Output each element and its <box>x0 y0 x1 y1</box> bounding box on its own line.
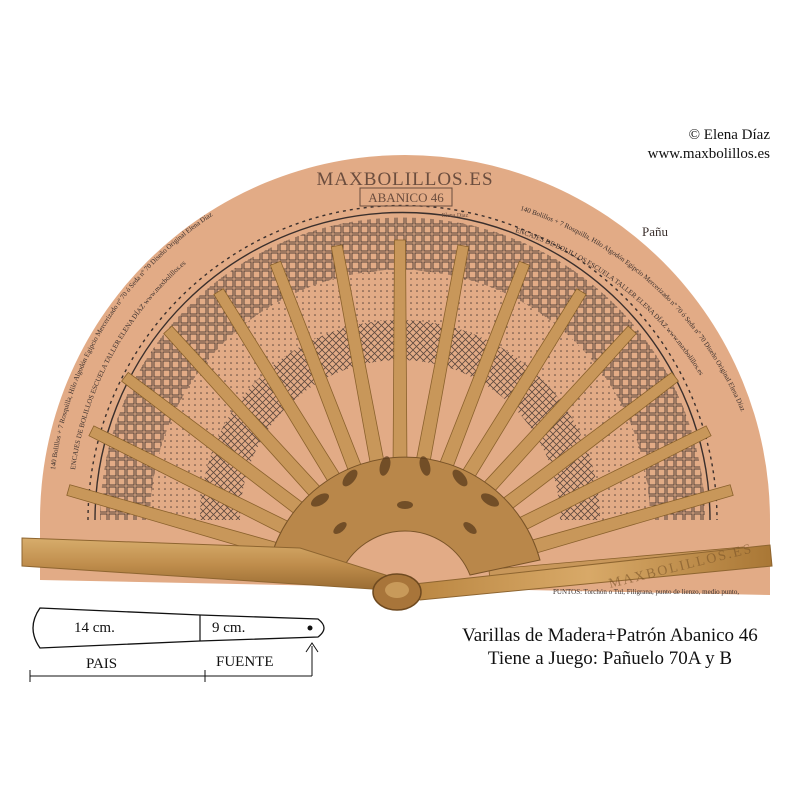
fan-brand: MAXBOLILLOS.ES <box>316 169 493 190</box>
copyright-website: www.maxbolillos.es <box>647 146 770 162</box>
fan-top-right-fragment: Pañu <box>642 224 669 239</box>
pivot-arrow-head <box>305 642 319 653</box>
lace-dotted-band <box>150 270 650 520</box>
fan-model: ABANICO 46 <box>368 190 444 205</box>
rib-dimension-diagram <box>29 607 325 682</box>
product-caption: Varillas de Madera+Patrón Abanico 46 Tie… <box>440 624 780 670</box>
pais-label: PAIS <box>86 656 118 672</box>
copyright-block: © Elena Díaz www.maxbolillos.es <box>648 126 770 164</box>
pais-length-label: 14 cm. <box>74 620 115 636</box>
fuente-label: FUENTE <box>216 654 274 670</box>
fan-carving-pattern <box>310 456 500 534</box>
rib-outline <box>32 607 325 649</box>
fan-signature: Elena Díaz <box>442 213 469 219</box>
caption-line-1: Varillas de Madera+Patrón Abanico 46 <box>462 625 758 646</box>
fan-model-frame <box>359 187 453 207</box>
copyright-owner: © Elena Díaz <box>688 127 770 143</box>
fan-ribs <box>55 239 745 585</box>
lace-outer-band <box>100 217 705 520</box>
caption-line-2: Tiene a Juego: Pañuelo 70A y B <box>487 648 733 669</box>
fan-carved-base <box>269 456 541 576</box>
fan-rivet <box>385 582 409 598</box>
rib-pivot-hole <box>307 625 313 631</box>
lace-grid-band <box>200 320 600 520</box>
fuente-length-label: 9 cm. <box>212 620 246 636</box>
fan-points-note: PUNTOS: Torchón o Tul, Filigrana, punto … <box>553 588 739 596</box>
